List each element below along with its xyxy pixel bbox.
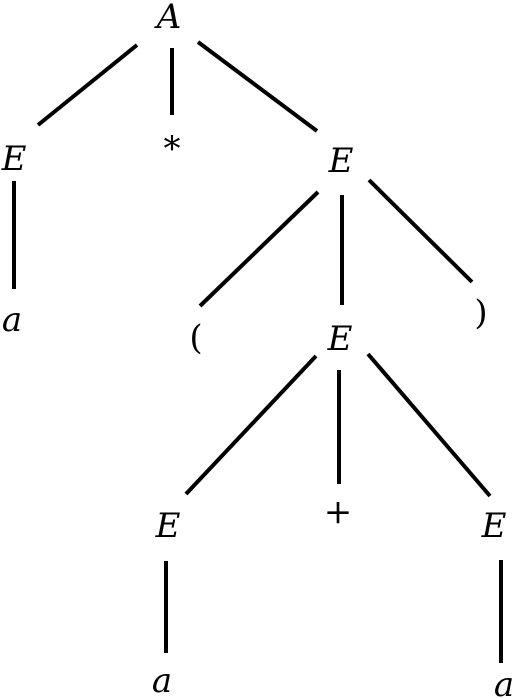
edge-E2-rparen [367, 178, 474, 284]
node-a3: a [494, 665, 514, 698]
node-rparen: ) [474, 293, 487, 333]
node-E4: E [155, 506, 181, 546]
node-a1: a [2, 300, 22, 340]
node-E2: E [328, 141, 354, 181]
edge-E3-E4 [184, 354, 318, 496]
node-E5: E [481, 506, 507, 546]
edge-A-E1 [36, 43, 139, 127]
node-E3: E [327, 319, 353, 359]
tree-edges [12, 40, 503, 663]
edge-E2-lparen [198, 190, 320, 308]
node-plus: + [324, 492, 353, 532]
node-a2: a [152, 661, 172, 698]
edge-E3-E5 [366, 352, 492, 498]
node-A: A [154, 0, 182, 37]
node-E1: E [1, 139, 27, 179]
node-star: * [164, 129, 181, 169]
edge-A-E2 [196, 40, 319, 133]
node-lparen: ( [189, 318, 202, 358]
